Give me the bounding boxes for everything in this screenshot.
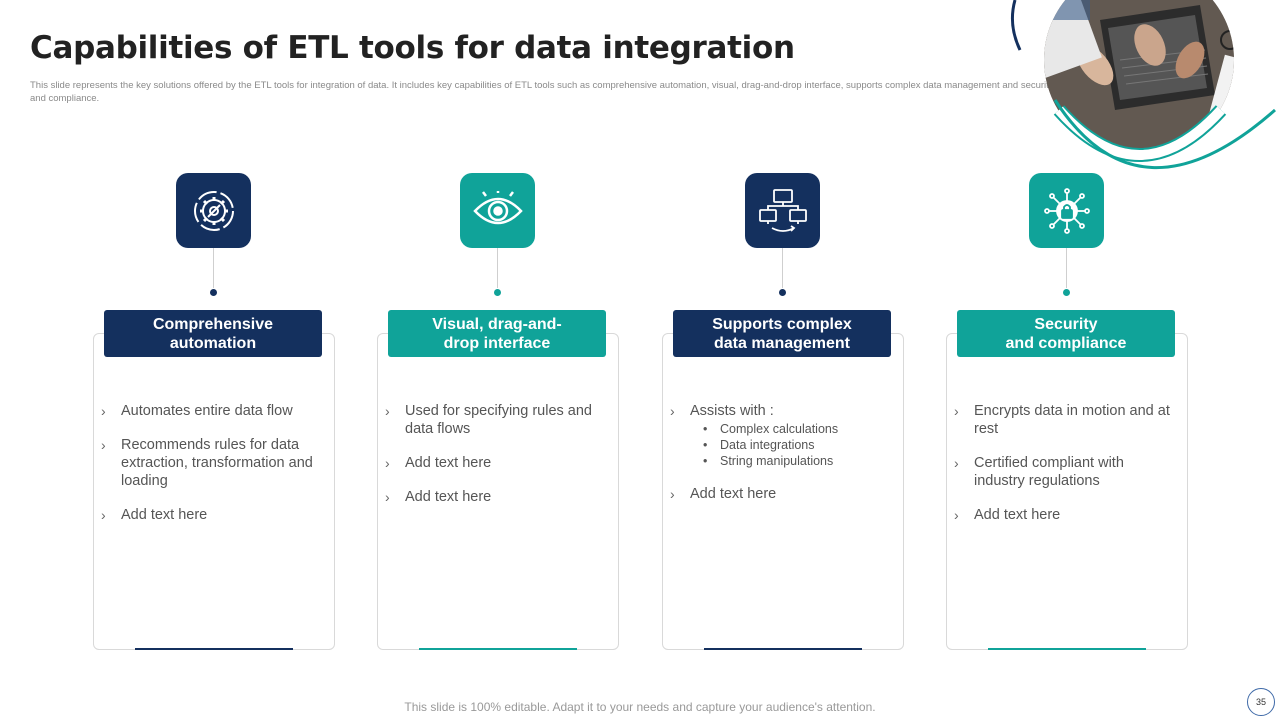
network-computers-icon (758, 188, 807, 232)
chevron-right-icon: › (101, 437, 106, 453)
list-item-text: Add text here (405, 455, 492, 471)
capability-header: Visual, drag-and- drop interface (388, 310, 606, 357)
list-item: › Recommends rules for data extraction, t… (101, 436, 323, 490)
sub-list-item: • String manipulations (690, 453, 892, 469)
capability-header: Comprehensive automation (104, 310, 322, 357)
security-lock-network-icon (1043, 187, 1090, 234)
capability-list: › Used for specifying rules and data flow… (385, 402, 607, 522)
eye-icon (472, 190, 523, 224)
card-accent-bar (988, 648, 1146, 650)
bullet-icon: • (703, 438, 708, 452)
chevron-right-icon: › (385, 403, 390, 419)
list-item-text: Used for specifying rules and data flows (405, 403, 592, 437)
chevron-right-icon: › (954, 403, 959, 419)
connector-line (213, 248, 214, 288)
capability-card (93, 333, 335, 650)
sub-list-item: • Data integrations (690, 437, 892, 453)
capability-column-3: Supports complex data management › Assist… (662, 170, 904, 650)
capability-list: › Automates entire data flow › Recommends … (101, 402, 323, 540)
list-item-text: Assists with : (690, 403, 774, 419)
sub-list-item-text: Complex calculations (720, 422, 839, 436)
page-number: 35 (1247, 688, 1275, 716)
capability-card (946, 333, 1188, 650)
chevron-right-icon: › (670, 486, 675, 502)
connector-line (497, 248, 498, 288)
corner-photo (1010, 0, 1276, 169)
list-item-text: Add text here (121, 507, 208, 523)
capability-header: Security and compliance (957, 310, 1175, 357)
icon-tile (460, 173, 535, 248)
capability-list: › Encrypts data in motion and at rest › Ce… (954, 402, 1176, 540)
sub-list-item-text: String manipulations (720, 454, 834, 468)
sub-list-item: • Complex calculations (690, 421, 892, 437)
sub-list: • Complex calculations • Data integrations… (690, 421, 892, 469)
list-item-text: Add text here (974, 507, 1061, 523)
icon-tile (176, 173, 251, 248)
connector-line (782, 248, 783, 288)
capability-card (662, 333, 904, 650)
page-title: Capabilities of ETL tools for data integ… (30, 30, 795, 66)
capability-list: › Assists with : • Complex calculations • D… (670, 402, 892, 519)
list-item: › Add text here (670, 485, 892, 503)
connector-dot (210, 289, 217, 296)
capability-column-2: Visual, drag-and- drop interface › Used f… (377, 170, 619, 650)
connector-dot (779, 289, 786, 296)
capability-header: Supports complex data management (673, 310, 891, 357)
chevron-right-icon: › (954, 455, 959, 471)
chevron-right-icon: › (385, 455, 390, 471)
list-item: › Add text here (954, 506, 1176, 524)
gear-cycle-icon (193, 190, 234, 231)
card-accent-bar (704, 648, 862, 650)
footer-note: This slide is 100% editable. Adapt it to… (404, 700, 876, 714)
list-item-text: Encrypts data in motion and at rest (974, 403, 1170, 437)
chevron-right-icon: › (101, 403, 106, 419)
list-item: › Assists with : • Complex calculations • D… (670, 402, 892, 469)
card-accent-bar (419, 648, 577, 650)
capability-column-4: Security and compliance › Encrypts data i… (946, 170, 1188, 650)
connector-dot (494, 289, 501, 296)
list-item-text: Automates entire data flow (121, 403, 293, 419)
list-item-text: Certified compliant with industry regula… (974, 455, 1124, 489)
icon-tile (745, 173, 820, 248)
chevron-right-icon: › (385, 489, 390, 505)
list-item: › Used for specifying rules and data flow… (385, 402, 607, 438)
icon-tile (1029, 173, 1104, 248)
chevron-right-icon: › (101, 507, 106, 523)
connector-dot (1063, 289, 1070, 296)
chevron-right-icon: › (954, 507, 959, 523)
list-item: › Encrypts data in motion and at rest (954, 402, 1176, 438)
capability-column-1: Comprehensive automation › Automates enti… (93, 170, 335, 650)
bullet-icon: • (703, 454, 708, 468)
list-item: › Add text here (385, 488, 607, 506)
list-item: › Add text here (385, 454, 607, 472)
bullet-icon: • (703, 422, 708, 436)
list-item-text: Recommends rules for data extraction, tr… (121, 437, 313, 489)
list-item: › Certified compliant with industry regul… (954, 454, 1176, 490)
connector-line (1066, 248, 1067, 288)
list-item: › Add text here (101, 506, 323, 524)
chevron-right-icon: › (670, 403, 675, 419)
page-subtitle: This slide represents the key solutions … (30, 80, 1054, 104)
list-item-text: Add text here (405, 489, 492, 505)
list-item-text: Add text here (690, 486, 777, 502)
list-item: › Automates entire data flow (101, 402, 323, 420)
card-accent-bar (135, 648, 293, 650)
sub-list-item-text: Data integrations (720, 438, 815, 452)
